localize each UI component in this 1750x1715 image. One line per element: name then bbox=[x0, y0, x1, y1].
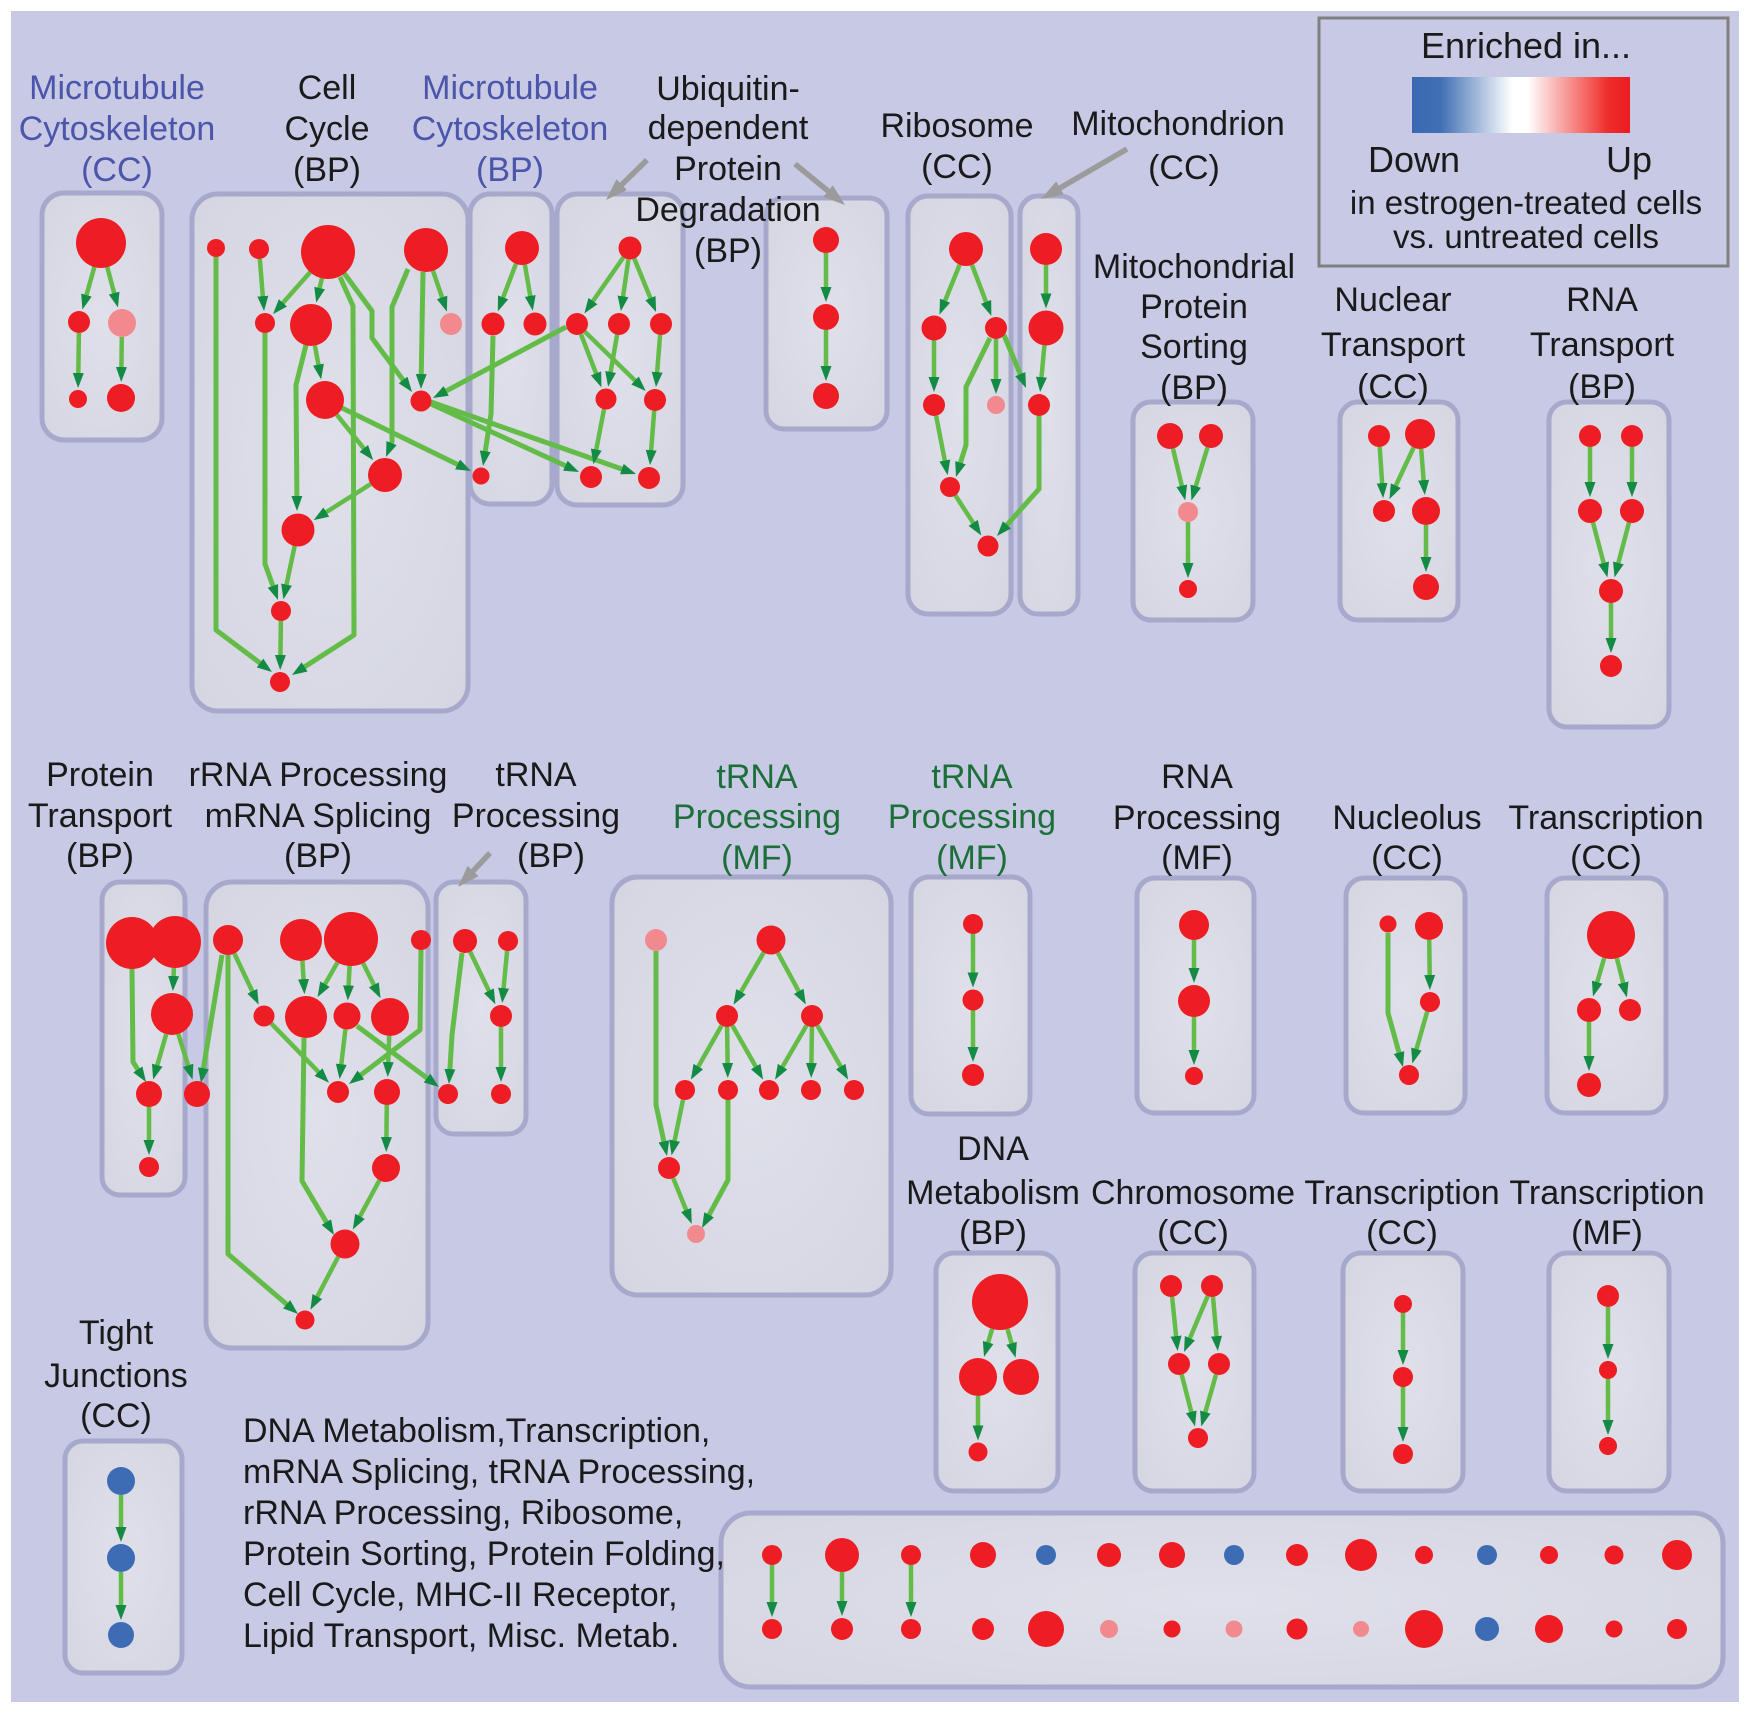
svg-text:Junctions: Junctions bbox=[44, 1357, 188, 1395]
svg-text:Chromosome: Chromosome bbox=[1091, 1174, 1295, 1212]
svg-text:Ribosome: Ribosome bbox=[880, 107, 1033, 145]
svg-text:Cytoskeleton: Cytoskeleton bbox=[19, 110, 216, 148]
svg-text:(BP): (BP) bbox=[476, 151, 544, 189]
svg-text:mRNA Splicing: mRNA Splicing bbox=[205, 797, 432, 835]
svg-text:in estrogen-treated cells: in estrogen-treated cells bbox=[1350, 184, 1702, 221]
svg-text:Processing: Processing bbox=[673, 798, 841, 836]
svg-text:Lipid Transport, Misc. Metab.: Lipid Transport, Misc. Metab. bbox=[243, 1617, 680, 1655]
svg-text:(CC): (CC) bbox=[1371, 839, 1443, 877]
svg-text:(CC): (CC) bbox=[1148, 149, 1220, 187]
svg-text:RNA: RNA bbox=[1161, 758, 1233, 796]
svg-text:Processing: Processing bbox=[452, 797, 620, 835]
svg-text:(BP): (BP) bbox=[959, 1214, 1027, 1252]
svg-text:(CC): (CC) bbox=[81, 151, 153, 189]
svg-text:Metabolism: Metabolism bbox=[906, 1174, 1080, 1212]
svg-text:DNA Metabolism,Transcription,: DNA Metabolism,Transcription, bbox=[243, 1412, 710, 1450]
svg-text:vs. untreated cells: vs. untreated cells bbox=[1393, 218, 1659, 255]
svg-text:tRNA: tRNA bbox=[495, 756, 577, 794]
svg-text:Down: Down bbox=[1368, 139, 1460, 180]
svg-text:Cycle: Cycle bbox=[284, 110, 369, 148]
svg-text:Protein Sorting, Protein Foldi: Protein Sorting, Protein Folding, bbox=[243, 1535, 725, 1573]
svg-text:RNA: RNA bbox=[1566, 281, 1638, 319]
svg-text:Mitochondrion: Mitochondrion bbox=[1071, 105, 1285, 143]
svg-text:Transport: Transport bbox=[1321, 326, 1466, 364]
svg-text:rRNA Processing, Ribosome,: rRNA Processing, Ribosome, bbox=[243, 1494, 683, 1532]
svg-text:(CC): (CC) bbox=[1157, 1214, 1229, 1252]
svg-text:Cytoskeleton: Cytoskeleton bbox=[412, 110, 609, 148]
svg-text:Up: Up bbox=[1606, 139, 1652, 180]
svg-text:(CC): (CC) bbox=[1357, 368, 1429, 406]
svg-text:Degradation: Degradation bbox=[635, 191, 820, 229]
svg-text:Tight: Tight bbox=[79, 1314, 154, 1352]
svg-text:Protein: Protein bbox=[1140, 288, 1248, 326]
svg-text:(CC): (CC) bbox=[80, 1397, 152, 1435]
svg-text:Protein: Protein bbox=[674, 150, 782, 188]
svg-text:Transport: Transport bbox=[1530, 326, 1675, 364]
svg-text:Transcription: Transcription bbox=[1509, 1174, 1704, 1212]
svg-text:Microtubule: Microtubule bbox=[29, 69, 205, 107]
svg-text:Nuclear: Nuclear bbox=[1334, 281, 1451, 319]
svg-text:(BP): (BP) bbox=[1568, 368, 1636, 406]
svg-text:tRNA: tRNA bbox=[716, 758, 798, 796]
svg-text:(CC): (CC) bbox=[921, 148, 993, 186]
svg-text:tRNA: tRNA bbox=[931, 758, 1013, 796]
svg-text:(CC): (CC) bbox=[1366, 1214, 1438, 1252]
svg-text:(BP): (BP) bbox=[517, 837, 585, 875]
svg-text:(BP): (BP) bbox=[66, 837, 134, 875]
svg-text:Enriched in...: Enriched in... bbox=[1421, 25, 1631, 66]
svg-text:Nucleolus: Nucleolus bbox=[1332, 799, 1481, 837]
svg-text:rRNA Processing: rRNA Processing bbox=[189, 756, 448, 794]
svg-text:(CC): (CC) bbox=[1570, 839, 1642, 877]
svg-text:(BP): (BP) bbox=[694, 232, 762, 270]
svg-text:(BP): (BP) bbox=[284, 837, 352, 875]
svg-text:DNA: DNA bbox=[957, 1130, 1029, 1168]
svg-text:Cell Cycle, MHC-II Receptor,: Cell Cycle, MHC-II Receptor, bbox=[243, 1576, 678, 1614]
svg-text:dependent: dependent bbox=[648, 109, 809, 147]
svg-text:Transcription: Transcription bbox=[1304, 1174, 1499, 1212]
svg-text:Microtubule: Microtubule bbox=[422, 69, 598, 107]
svg-text:Sorting: Sorting bbox=[1140, 328, 1248, 366]
svg-text:Cell: Cell bbox=[298, 69, 357, 107]
svg-text:Processing: Processing bbox=[1113, 799, 1281, 837]
svg-text:(MF): (MF) bbox=[1161, 839, 1233, 877]
svg-text:Ubiquitin-: Ubiquitin- bbox=[656, 70, 800, 108]
svg-text:Processing: Processing bbox=[888, 798, 1056, 836]
svg-text:mRNA Splicing, tRNA Processing: mRNA Splicing, tRNA Processing, bbox=[243, 1453, 755, 1491]
svg-text:(MF): (MF) bbox=[936, 839, 1008, 877]
svg-text:Protein: Protein bbox=[46, 756, 154, 794]
svg-text:Transport: Transport bbox=[28, 797, 173, 835]
svg-text:Transcription: Transcription bbox=[1508, 799, 1703, 837]
svg-text:(BP): (BP) bbox=[1160, 369, 1228, 407]
svg-text:(MF): (MF) bbox=[1571, 1214, 1643, 1252]
svg-text:(BP): (BP) bbox=[293, 151, 361, 189]
svg-text:Mitochondrial: Mitochondrial bbox=[1093, 248, 1295, 286]
svg-text:(MF): (MF) bbox=[721, 839, 793, 877]
